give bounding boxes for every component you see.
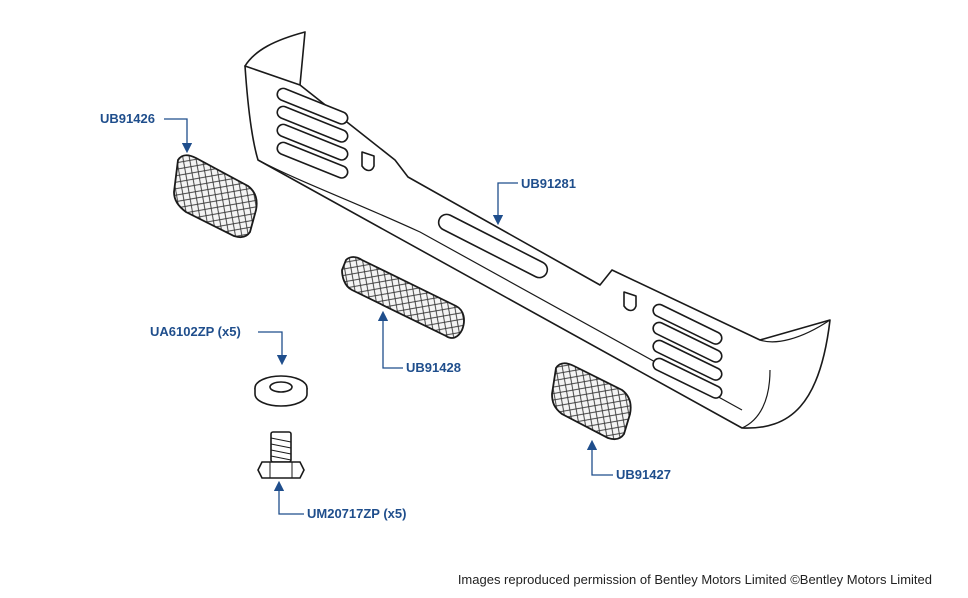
grille-right-drawing xyxy=(551,362,632,441)
leader-ub91281 xyxy=(492,182,518,226)
leader-ub91428 xyxy=(377,310,403,369)
leader-ub91427 xyxy=(586,439,613,476)
leader-lines xyxy=(164,118,613,515)
part-label-ub91427[interactable]: UB91427 xyxy=(616,467,671,482)
copyright-credit: Images reproduced permission of Bentley … xyxy=(457,572,932,587)
washer-drawing xyxy=(254,375,308,407)
part-label-ub91428[interactable]: UB91428 xyxy=(406,360,461,375)
part-label-ub91426[interactable]: UB91426 xyxy=(100,111,155,126)
grille-left-drawing xyxy=(173,154,258,239)
grille-center-drawing xyxy=(341,256,465,339)
leader-um20717zp xyxy=(273,480,304,515)
part-label-um20717zp[interactable]: UM20717ZP (x5) xyxy=(307,506,407,521)
bolt-drawing xyxy=(257,431,305,479)
part-label-ub91281[interactable]: UB91281 xyxy=(521,176,576,191)
part-label-ua6102zp[interactable]: UA6102ZP (x5) xyxy=(150,324,241,339)
leader-ua6102zp xyxy=(258,331,288,366)
bumper-valance-drawing xyxy=(244,31,831,429)
leader-ub91426 xyxy=(164,118,193,154)
